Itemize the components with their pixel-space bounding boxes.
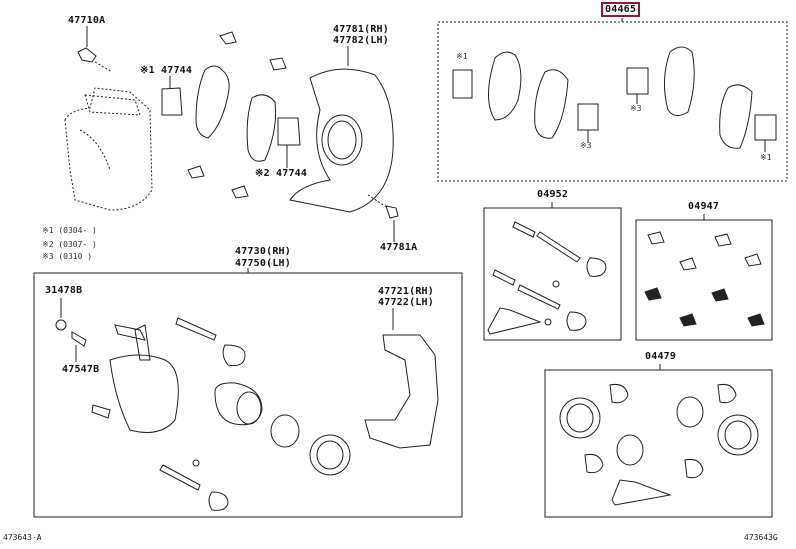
part-label-04952[interactable]: 04952 xyxy=(537,189,569,200)
piston-drawing xyxy=(214,382,263,426)
part-label-47744-1[interactable]: ※1 47744 xyxy=(140,65,193,76)
part-label-47547b[interactable]: 47547B xyxy=(62,364,100,375)
caliper-cylinder-drawing xyxy=(109,354,179,433)
part-label-04465-highlighted[interactable]: 04465 xyxy=(601,2,641,17)
bolt-47710a-drawing xyxy=(77,26,113,73)
part-label-47781[interactable]: 47781(RH) xyxy=(333,24,389,35)
part-label-47750[interactable]: 47750(LH) xyxy=(235,258,291,269)
dust-cover-drawing xyxy=(289,46,399,242)
part-label-47722[interactable]: 47722(LH) xyxy=(378,297,434,308)
brake-pad-left-drawing xyxy=(195,65,276,162)
part-label-47781a[interactable]: 47781A xyxy=(380,242,418,253)
part-label-04479[interactable]: 04479 xyxy=(645,351,677,362)
part-label-47782[interactable]: 47782(LH) xyxy=(333,35,389,46)
kit-mark-3b: ※3 xyxy=(630,104,642,113)
slide-pin-kit-box xyxy=(483,202,622,341)
kit-mark-1b: ※1 xyxy=(760,153,772,162)
shim-47744-1-drawing xyxy=(161,76,183,116)
note-3: ※3 (0310 ) xyxy=(42,252,93,261)
kit-mark-1a: ※1 xyxy=(456,52,468,61)
note-1: ※1 (0304- ) xyxy=(42,226,97,235)
note-2: ※2 (0307- ) xyxy=(42,240,97,249)
mounting-drawing xyxy=(364,334,439,449)
footer-diagram-id-right: 473643G xyxy=(744,533,778,542)
footer-diagram-id-left: 473643·A xyxy=(3,533,42,542)
shim-47744-2-drawing xyxy=(277,117,301,168)
anti-squeal-kit-box xyxy=(635,214,773,341)
part-label-47730[interactable]: 47730(RH) xyxy=(235,246,291,257)
part-label-31478b[interactable]: 31478B xyxy=(45,285,83,296)
part-label-04947[interactable]: 04947 xyxy=(688,201,720,212)
pad-kit-box xyxy=(437,18,788,182)
part-label-47710a[interactable]: 47710A xyxy=(68,15,106,26)
part-label-47744-2[interactable]: ※2 47744 xyxy=(255,168,308,179)
kit-mark-3a: ※3 xyxy=(580,141,592,150)
cylinder-kit-box xyxy=(544,364,773,518)
caliper-assembly-box xyxy=(33,268,463,518)
clip-drawings xyxy=(187,31,287,199)
part-label-47721[interactable]: 47721(RH) xyxy=(378,286,434,297)
caliper-body-drawing xyxy=(64,87,153,211)
